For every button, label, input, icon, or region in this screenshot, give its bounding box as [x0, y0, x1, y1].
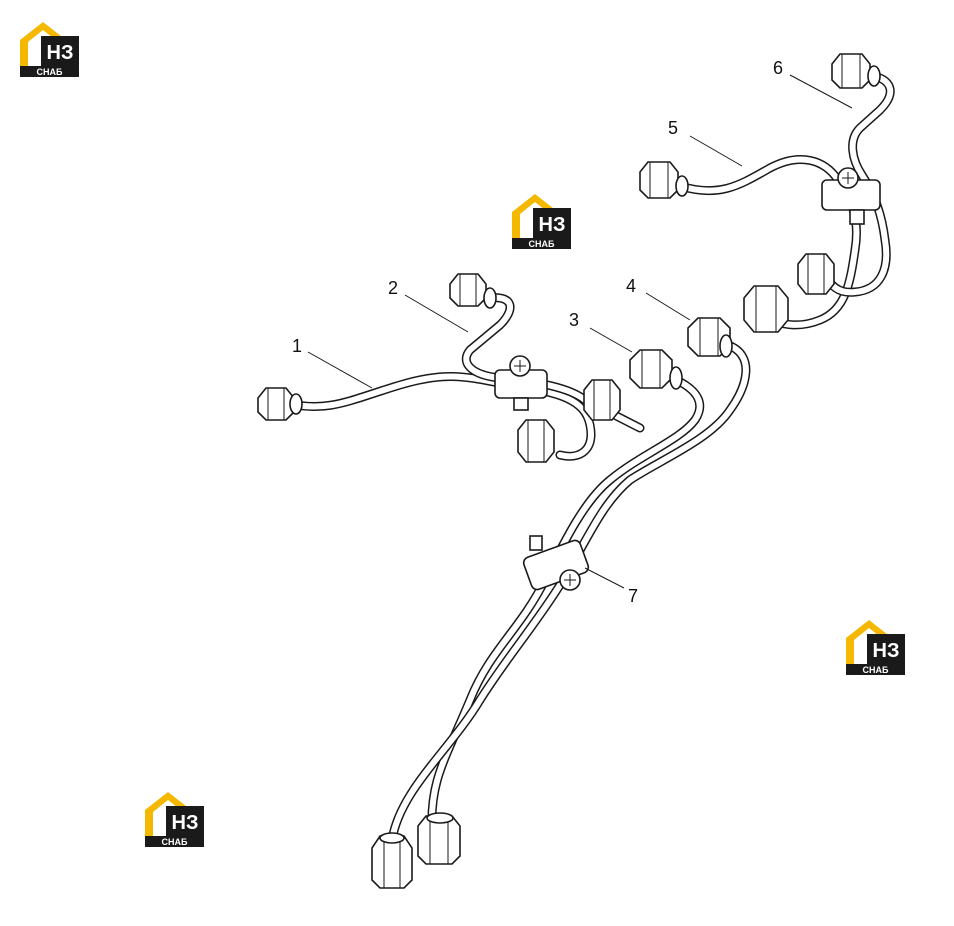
callout-5: 5: [668, 118, 678, 138]
fitting-nut: [417, 812, 461, 865]
logo-text-top: НЗ: [47, 42, 74, 64]
nz-snab-logo: НЗ СНАБ: [511, 192, 573, 250]
nz-snab-logo: НЗ СНАБ: [845, 618, 907, 676]
callout-6: 6: [773, 58, 783, 78]
fitting-nut: [371, 832, 413, 889]
nz-snab-logo: НЗ СНАБ: [144, 790, 206, 848]
clamp-upper-left: [494, 355, 548, 411]
logo-text-bottom: СНАБ: [37, 67, 63, 77]
callout-4: 4: [626, 276, 636, 296]
fitting-nut: [831, 53, 881, 89]
fitting-nut: [517, 419, 555, 463]
logo-text-top: НЗ: [873, 640, 900, 662]
clamp-upper-right: [821, 167, 881, 225]
fitting-nut: [687, 317, 733, 358]
logo-text-bottom: СНАБ: [529, 239, 555, 249]
callout-1: 1: [292, 336, 302, 356]
fitting-nut: [639, 161, 689, 199]
fitting-nut: [449, 273, 497, 309]
fitting-nut: [629, 349, 683, 390]
pipe-4: [387, 340, 751, 845]
logo-text-top: НЗ: [539, 214, 566, 236]
callout-2: 2: [388, 278, 398, 298]
clamp-7: [522, 535, 590, 591]
pipe-3: [427, 373, 705, 835]
logo-text-bottom: СНАБ: [863, 665, 889, 675]
fitting-nut: [257, 387, 303, 421]
logo-text-bottom: СНАБ: [162, 837, 188, 847]
nz-snab-logo: НЗ СНАБ: [19, 20, 81, 78]
fitting-nut: [797, 253, 835, 295]
callout-7: 7: [628, 586, 638, 606]
callout-3: 3: [569, 310, 579, 330]
logo-text-top: НЗ: [172, 812, 199, 834]
fitting-nut: [743, 285, 789, 333]
pipe-2: [461, 293, 645, 433]
fitting-nut: [583, 379, 621, 421]
